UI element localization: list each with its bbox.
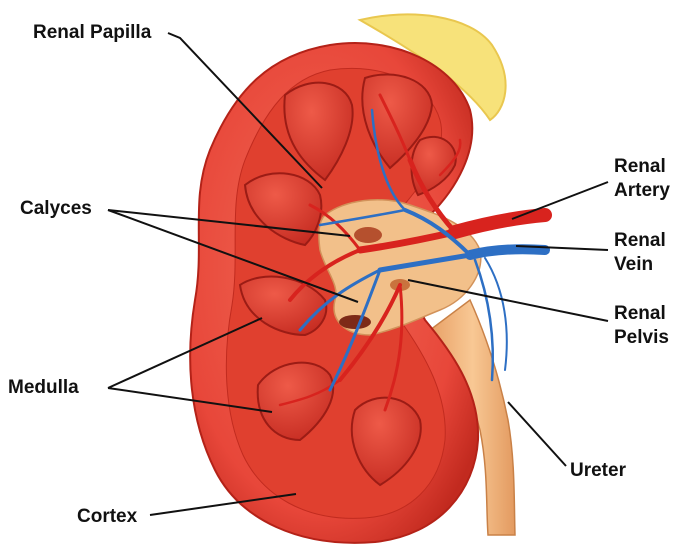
calyx (354, 227, 382, 243)
label-cortex: Cortex (77, 506, 138, 527)
label-renal-pelvis-line2: Pelvis (614, 327, 669, 348)
label-renal-vein-line2: Vein (614, 254, 653, 275)
calyx (339, 315, 371, 329)
label-renal-vein-line1: Renal (614, 230, 666, 251)
leader-ureter (508, 402, 566, 466)
leader-renal-artery (512, 182, 608, 219)
label-renal-papilla: Renal Papilla (33, 22, 152, 43)
label-calyces: Calyces (20, 198, 92, 219)
label-renal-artery-line1: Renal (614, 156, 666, 177)
label-renal-artery-line2: Artery (614, 180, 670, 201)
label-renal-pelvis-line1: Renal (614, 303, 666, 324)
label-ureter: Ureter (570, 460, 627, 481)
label-medulla: Medulla (8, 377, 79, 398)
